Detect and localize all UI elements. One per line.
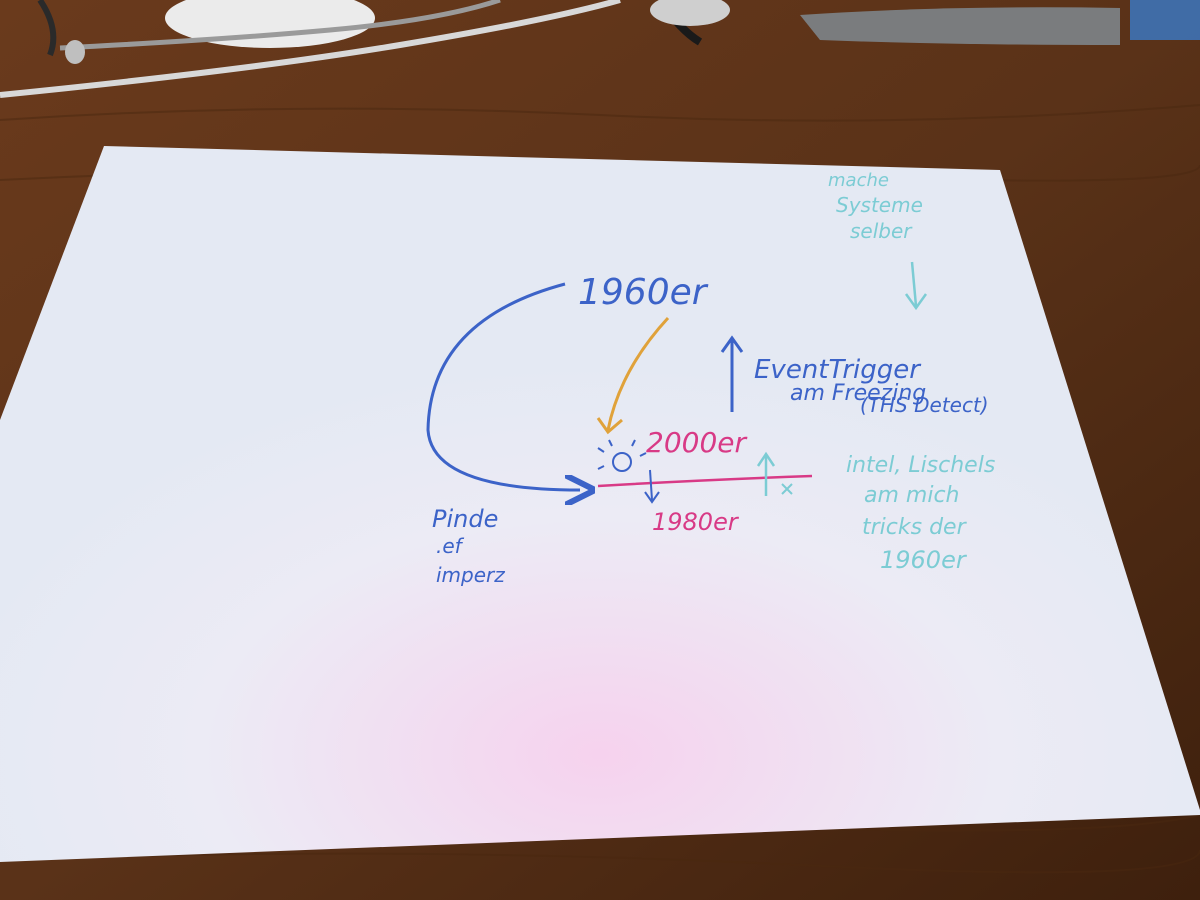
paper-sheet <box>0 146 1200 862</box>
cyan-right-line-2: am mich <box>864 483 960 508</box>
cyan-top-line-2: Systeme <box>836 193 923 217</box>
lightbulb-icon <box>597 439 647 472</box>
cyan-right-line-1: intel, Lischels <box>846 453 995 478</box>
label-2000: 2000er <box>646 426 747 459</box>
cyan-top-line-3: selber <box>850 219 913 243</box>
orange-arrow <box>606 316 670 431</box>
cyan-right-line-3: tricks der <box>862 515 968 540</box>
cyan-right-line-4: 1960er <box>880 546 968 574</box>
white-cable <box>0 0 621 98</box>
cyan-top-line-1: mache <box>828 170 889 191</box>
dark-cable <box>37 0 57 57</box>
event-line-2: am Freezing <box>790 381 926 406</box>
left-note-line-3: imperz <box>436 563 505 587</box>
left-note-line-2: .ef <box>436 534 465 558</box>
small-down-arrow <box>649 469 653 501</box>
label-1980: 1980er <box>652 508 740 536</box>
left-note-line-1: Pinde <box>432 505 498 533</box>
blue-curve-arrow <box>426 282 580 490</box>
grey-cable <box>59 0 501 51</box>
white-mouse <box>165 0 375 48</box>
grey-strap <box>800 7 1120 45</box>
event-line-3: (THS Detect) <box>860 393 989 417</box>
pink-divider <box>597 474 813 488</box>
desk-clutter <box>0 0 1200 98</box>
event-line-1: EventTrigger <box>754 355 922 385</box>
label-1960: 1960er <box>578 272 709 313</box>
cyan-down-arrow <box>910 261 918 307</box>
